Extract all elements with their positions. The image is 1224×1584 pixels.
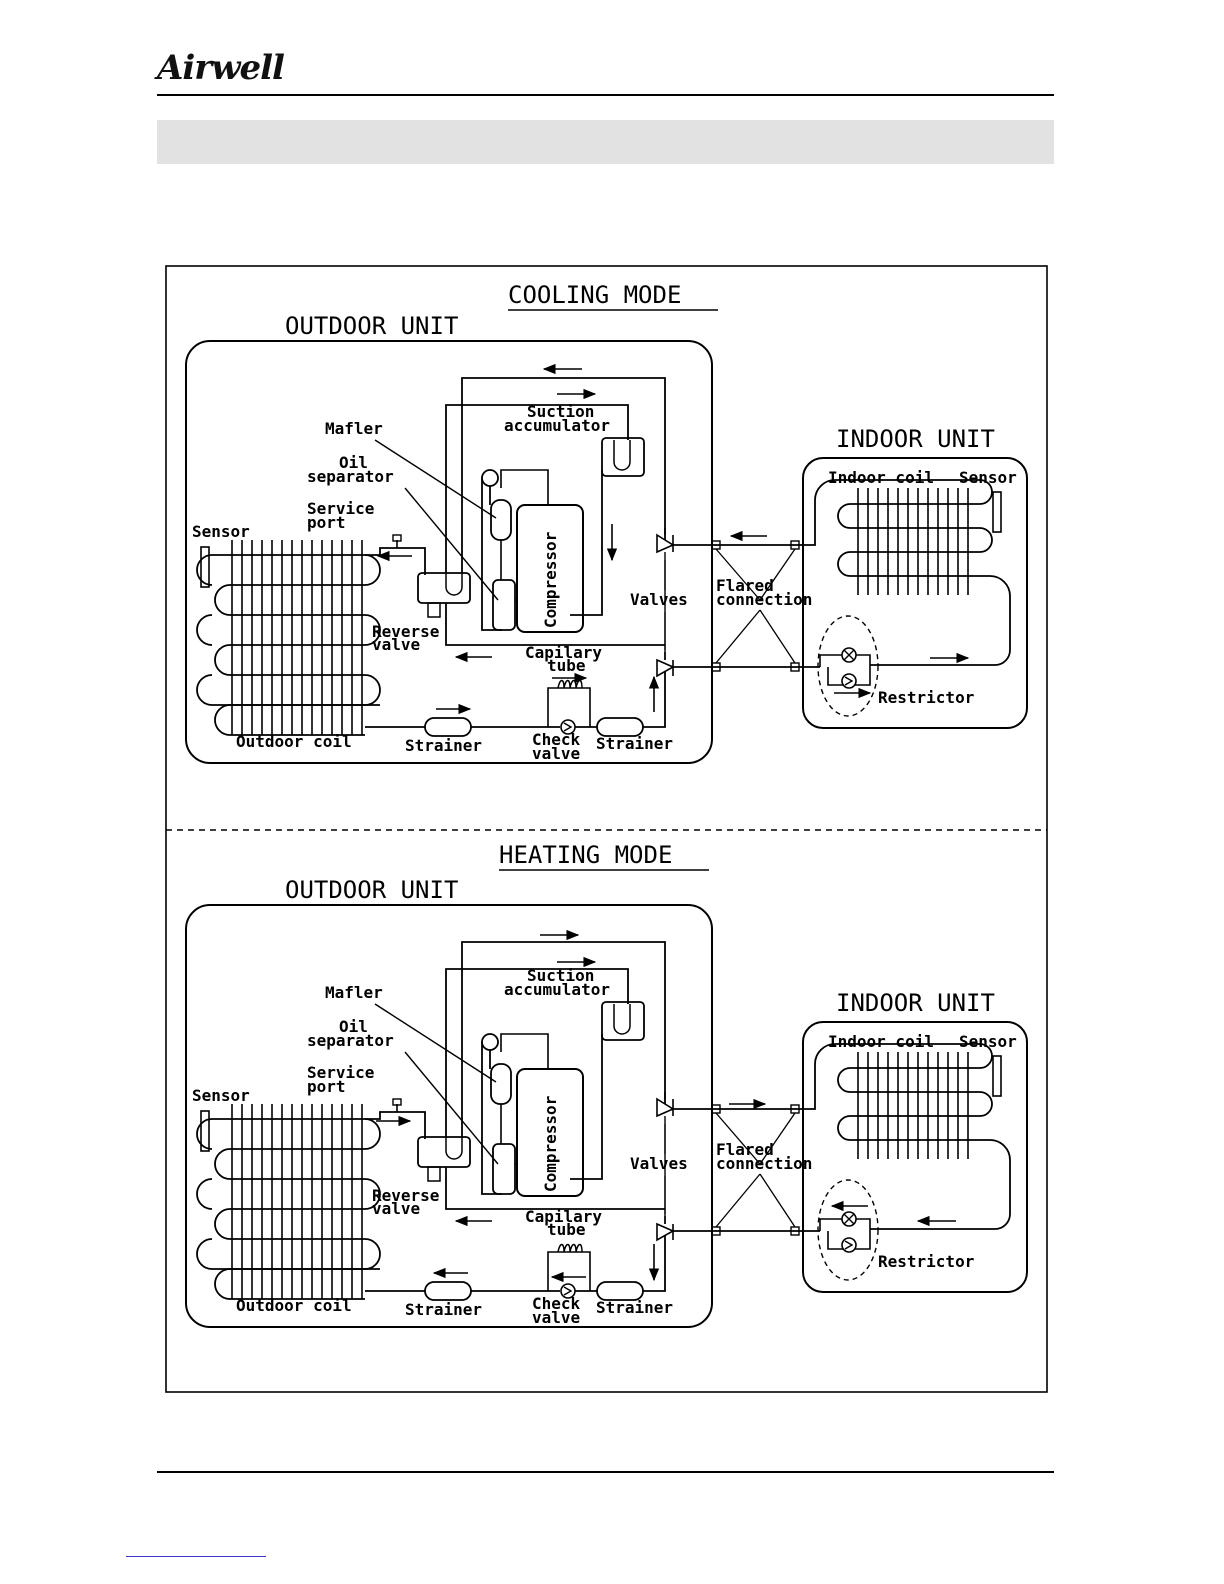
label-tube: tube [547, 1220, 586, 1239]
footer-rule [157, 1471, 1054, 1473]
label-sensor-indoor: Sensor [959, 1032, 1017, 1051]
label-reverse: Reverse [372, 622, 439, 641]
label-port: port [307, 513, 346, 532]
airwell-logo: Airwell [157, 48, 285, 88]
label-mafler: Mafler [325, 419, 383, 438]
indoor-unit-title: INDOOR UNIT [836, 425, 995, 453]
label-oil: Oil [339, 1017, 368, 1036]
label-suction: Suction [527, 402, 594, 421]
label-outdoor-coil: Outdoor coil [236, 732, 352, 751]
label-capilary: Capilary [525, 643, 602, 662]
cooling-circuit-graphics [185, 340, 1028, 764]
label-strainer-left: Strainer [405, 1300, 482, 1319]
label-oil: Oil [339, 453, 368, 472]
label-connection: connection [716, 1154, 812, 1173]
label-valve: valve [372, 1199, 420, 1218]
heating-panel: HEATING MODE OUTDOOR UNIT INDOOR UNIT Ma… [185, 841, 1028, 1328]
heating-circuit-graphics [185, 904, 1028, 1328]
label-restrictor: Restrictor [878, 1252, 974, 1271]
label-flared: Flared [716, 576, 774, 595]
label-suction: Suction [527, 966, 594, 985]
label-sensor-outdoor: Sensor [192, 522, 250, 541]
header-rule [157, 94, 1054, 96]
cooling-panel: COOLING MODE OUTDOOR UNIT INDOOR UNIT Ma… [185, 281, 1028, 764]
label-indoor-coil: Indoor coil [828, 1032, 934, 1051]
label-outdoor-coil: Outdoor coil [236, 1296, 352, 1315]
label-strainer-right: Strainer [596, 734, 673, 753]
label-valves: Valves [630, 590, 688, 609]
label-sensor-outdoor: Sensor [192, 1086, 250, 1105]
label-check: Check [532, 730, 581, 749]
label-compressor: Compressor [541, 532, 560, 628]
label-service: Service [307, 499, 374, 518]
label-flared: Flared [716, 1140, 774, 1159]
label-tube: tube [547, 656, 586, 675]
label-compressor: Compressor [541, 1096, 560, 1192]
label-separator: separator [307, 1031, 394, 1050]
label-service: Service [307, 1063, 374, 1082]
label-mafler: Mafler [325, 983, 383, 1002]
label-strainer-right: Strainer [596, 1298, 673, 1317]
label-port: port [307, 1077, 346, 1096]
outdoor-unit-title: OUTDOOR UNIT [285, 312, 458, 340]
label-connection: connection [716, 590, 812, 609]
label-valves: Valves [630, 1154, 688, 1173]
label-check-valve: valve [532, 744, 580, 763]
label-separator: separator [307, 467, 394, 486]
label-restrictor: Restrictor [878, 688, 974, 707]
label-indoor-coil: Indoor coil [828, 468, 934, 487]
label-sensor-indoor: Sensor [959, 468, 1017, 487]
footer-link-underline [126, 1556, 266, 1557]
mode-title: COOLING MODE [508, 281, 681, 309]
label-strainer-left: Strainer [405, 736, 482, 755]
label-accumulator: accumulator [504, 980, 610, 999]
mode-title: HEATING MODE [499, 841, 672, 869]
section-header-bar [157, 120, 1054, 164]
outdoor-unit-title: OUTDOOR UNIT [285, 876, 458, 904]
indoor-unit-title: INDOOR UNIT [836, 989, 995, 1017]
label-check: Check [532, 1294, 581, 1313]
label-reverse: Reverse [372, 1186, 439, 1205]
label-capilary: Capilary [525, 1207, 602, 1226]
label-valve: valve [372, 635, 420, 654]
label-check-valve: valve [532, 1308, 580, 1327]
label-accumulator: accumulator [504, 416, 610, 435]
